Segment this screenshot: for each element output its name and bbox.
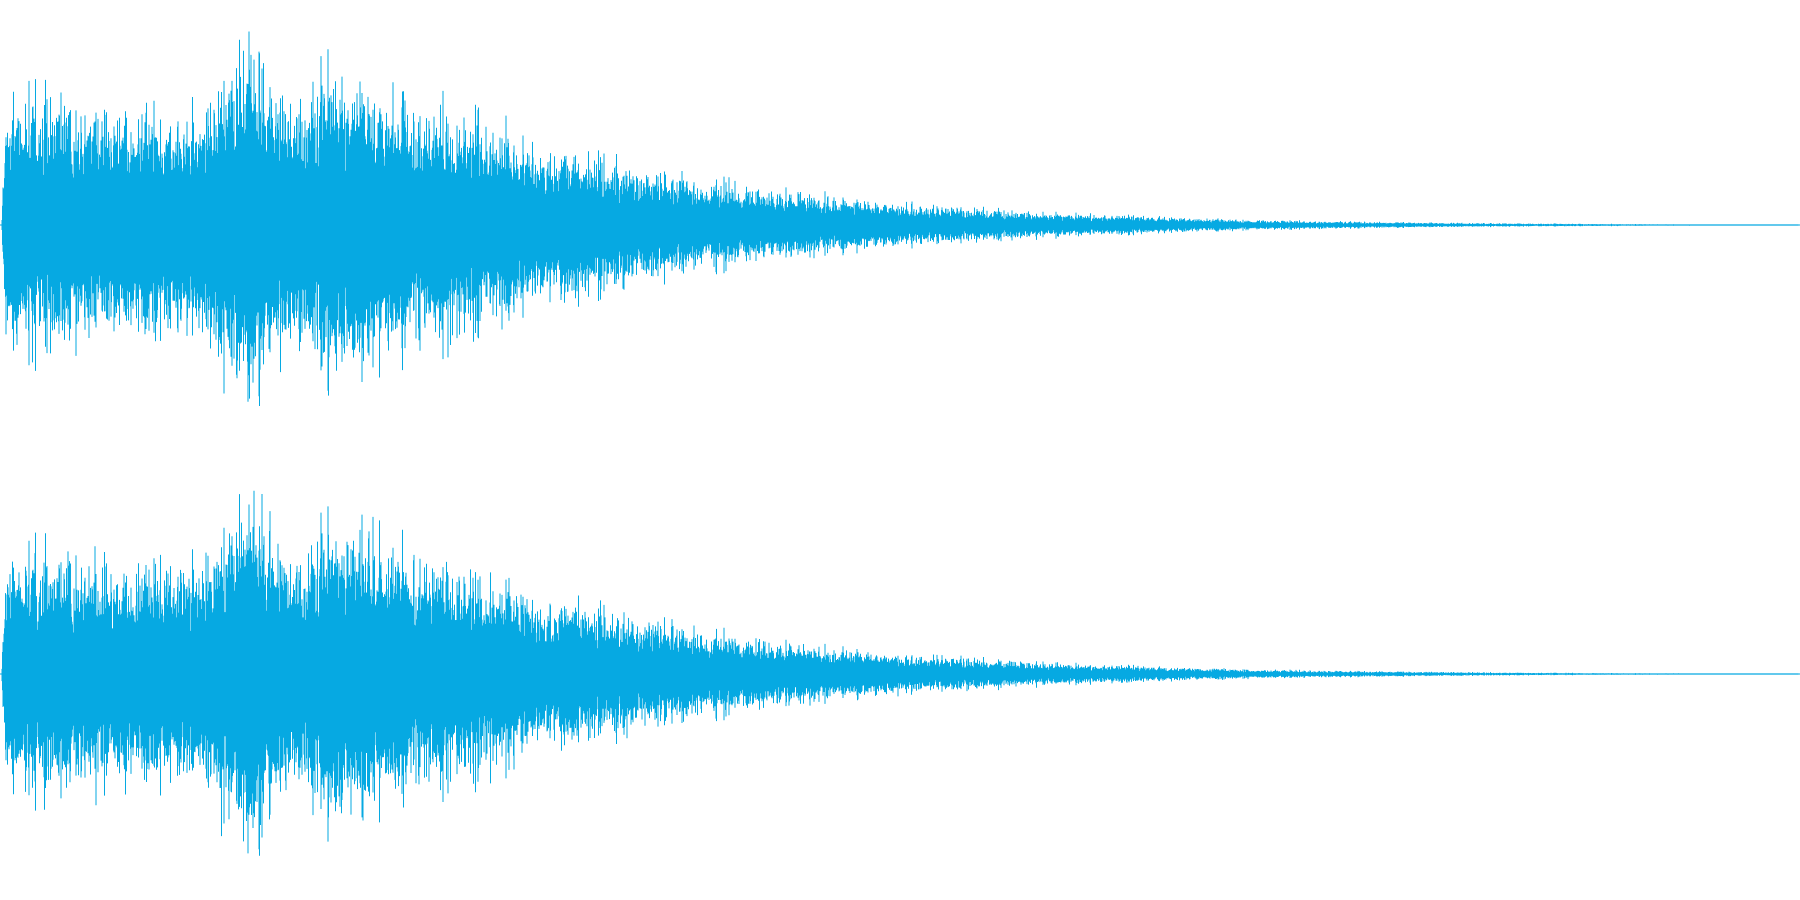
waveform-channel-1	[0, 31, 1800, 406]
waveform-channel-2	[0, 490, 1800, 856]
